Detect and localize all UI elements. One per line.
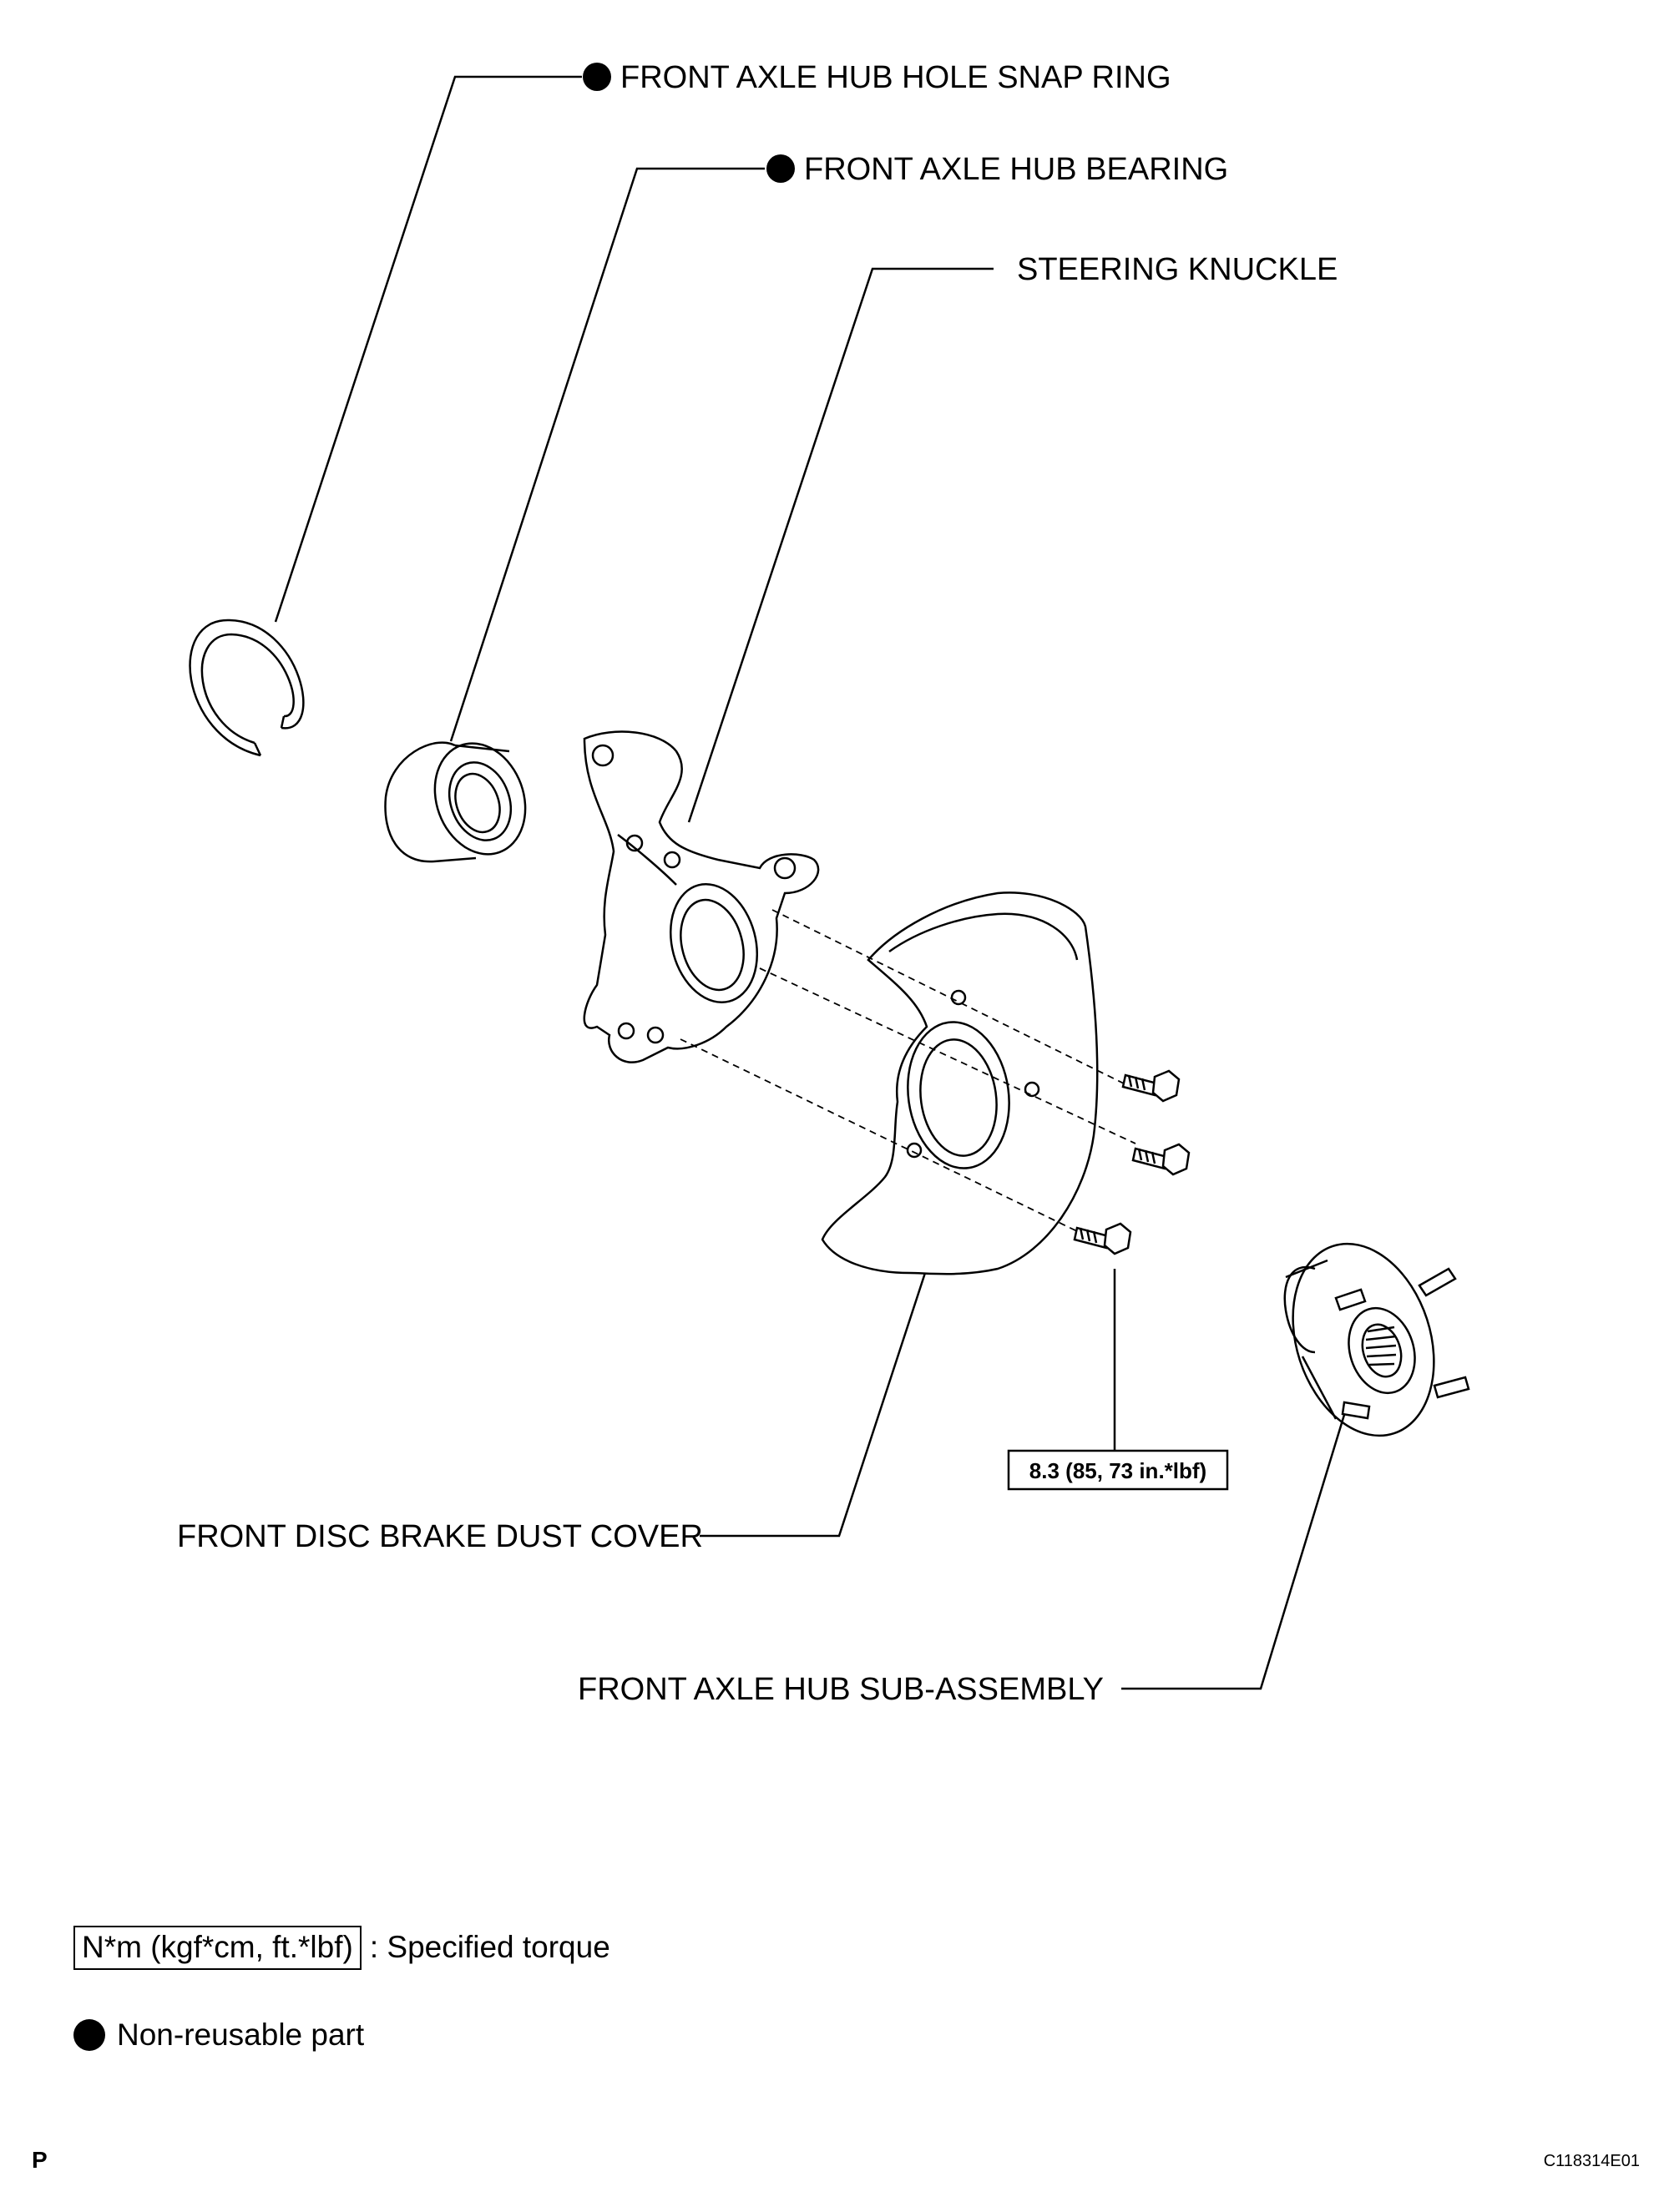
label-knuckle: STEERING KNUCKLE: [1017, 252, 1338, 287]
callout-bearing: FRONT AXLE HUB BEARING: [449, 152, 1228, 742]
legend-non-reusable: Non-reusable part: [73, 2018, 364, 2053]
non-reusable-marker-icon: [73, 2019, 105, 2051]
assembly-guide-lines: [680, 909, 1136, 1232]
steering-knuckle-part: [583, 730, 820, 1063]
bolt-icon: [1121, 1069, 1181, 1103]
legend-torque-desc: : Specified torque: [369, 1930, 610, 1965]
legend-non-reusable-label: Non-reusable part: [117, 2018, 365, 2052]
callout-dust-cover: FRONT DISC BRAKE DUST COVER: [177, 1272, 927, 1554]
torque-spec-box: [1007, 1449, 1229, 1491]
callout-hub: FRONT AXLE HUB SUB-ASSEMBLY: [578, 1414, 1346, 1707]
callout-snap-ring: FRONT AXLE HUB HOLE SNAP RING: [274, 60, 1171, 623]
label-bearing: FRONT AXLE HUB BEARING: [804, 152, 1228, 187]
label-snap-ring: FRONT AXLE HUB HOLE SNAP RING: [620, 60, 1171, 95]
leader-line-snap-ring: [274, 75, 582, 623]
torque-spec-value: 8.3 (85, 73 in.*lbf): [1029, 1458, 1206, 1483]
leader-line-dust-cover: [700, 1272, 927, 1538]
leader-line-knuckle: [687, 267, 994, 823]
bearing-part: [384, 741, 527, 863]
legend-torque-units: N*m (kgf*cm, ft.*lbf): [73, 1926, 362, 1970]
label-hub: FRONT AXLE HUB SUB-ASSEMBLY: [578, 1672, 1104, 1707]
label-dust-cover: FRONT DISC BRAKE DUST COVER: [177, 1519, 703, 1554]
callout-knuckle: STEERING KNUCKLE: [687, 252, 1338, 823]
torque-callout: 8.3 (85, 73 in.*lbf): [1007, 1269, 1229, 1491]
leader-line-hub: [1121, 1414, 1346, 1690]
non-reusable-marker-icon: [766, 154, 795, 183]
snap-ring-part: [189, 619, 305, 757]
legend-torque: N*m (kgf*cm, ft.*lbf) : Specified torque: [73, 1926, 610, 1970]
dust-cover-part: [821, 891, 1099, 1275]
figure-id: C118314E01: [1543, 2152, 1640, 2170]
hub-part: [1283, 1242, 1470, 1437]
bolt-icon: [1073, 1222, 1132, 1255]
leader-line-bearing: [449, 167, 765, 742]
footer-left-mark: P: [32, 2147, 48, 2173]
non-reusable-marker-icon: [583, 63, 611, 91]
bolt-icon: [1131, 1143, 1191, 1176]
